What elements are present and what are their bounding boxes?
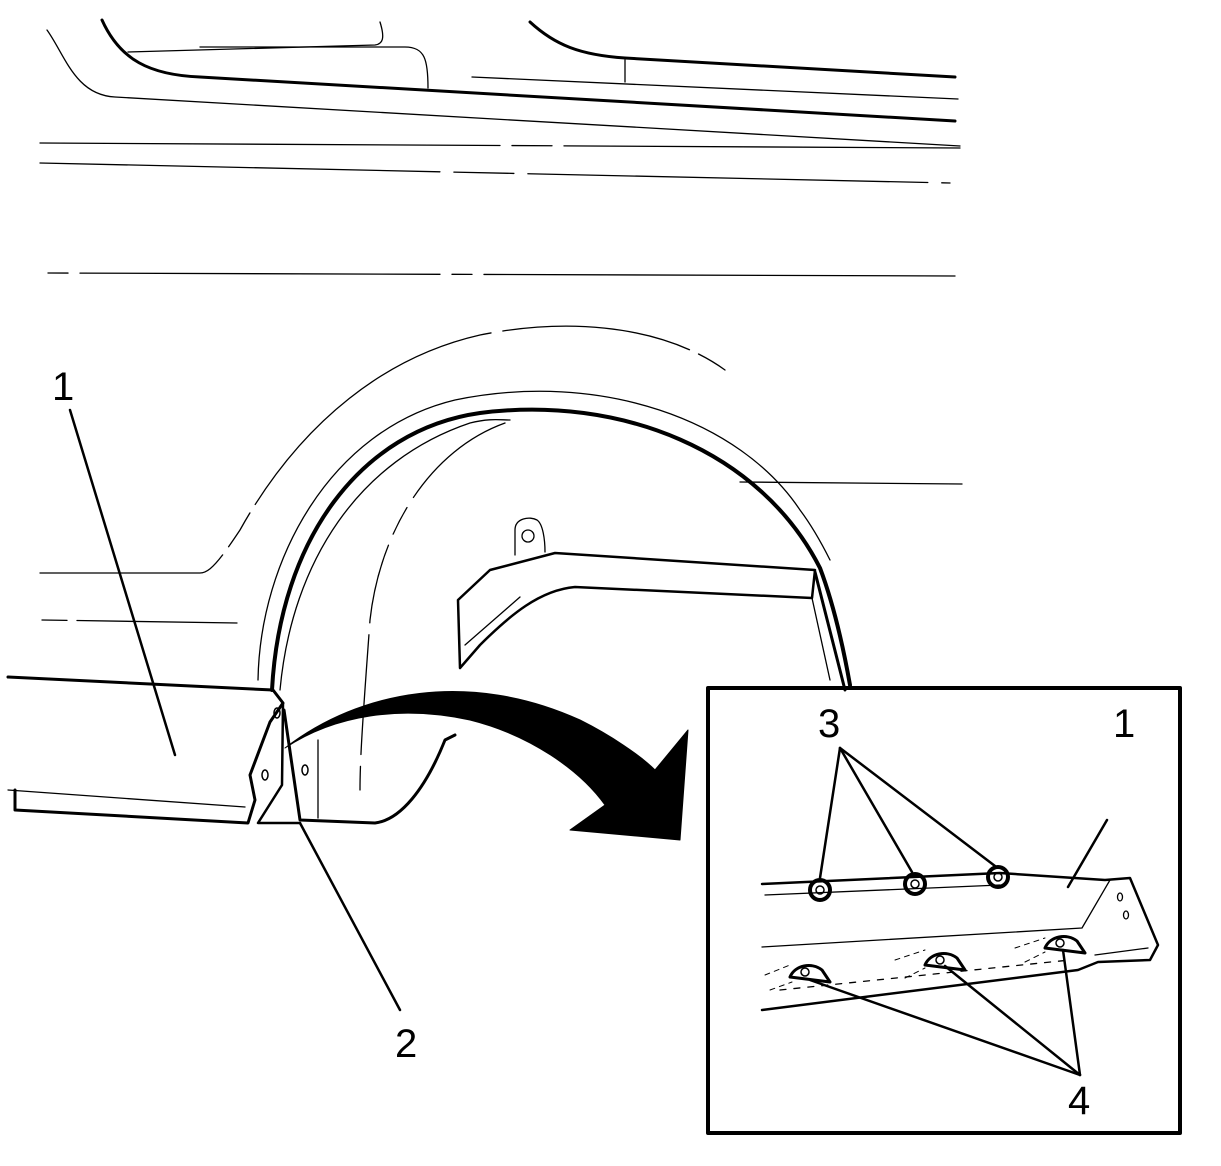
callout-1-label: 1 (52, 365, 74, 409)
lower-retainers (764, 935, 1087, 991)
push-pin-retainer (764, 964, 832, 991)
inset-callout-4-label: 4 (1068, 1079, 1090, 1123)
push-pin-retainer (894, 949, 967, 979)
push-pin-retainer (986, 865, 1010, 889)
inset-callout-3-label: 3 (818, 702, 840, 746)
quarter-panel-outline (39, 325, 963, 681)
detail-inset-frame (706, 686, 1182, 1135)
rocker-panel (6, 675, 309, 825)
push-pin-retainer (903, 872, 927, 896)
upper-retainers (808, 865, 1010, 902)
callout-leader-lines (68, 408, 402, 1012)
inset-callout-1-label: 1 (1113, 702, 1135, 746)
upper-body-outline (39, 18, 961, 277)
detail-transfer-arrow (284, 691, 689, 841)
push-pin-retainer (808, 878, 832, 902)
detail-inset (706, 686, 1182, 1135)
callout-2-label: 2 (395, 1022, 417, 1066)
wheelhouse-liner (270, 407, 852, 825)
rear-frame-bracket (456, 517, 847, 692)
inset-leader-lines (808, 746, 1109, 1077)
inset-rocker-panel (760, 871, 1160, 1012)
push-pin-retainer (1014, 935, 1087, 963)
